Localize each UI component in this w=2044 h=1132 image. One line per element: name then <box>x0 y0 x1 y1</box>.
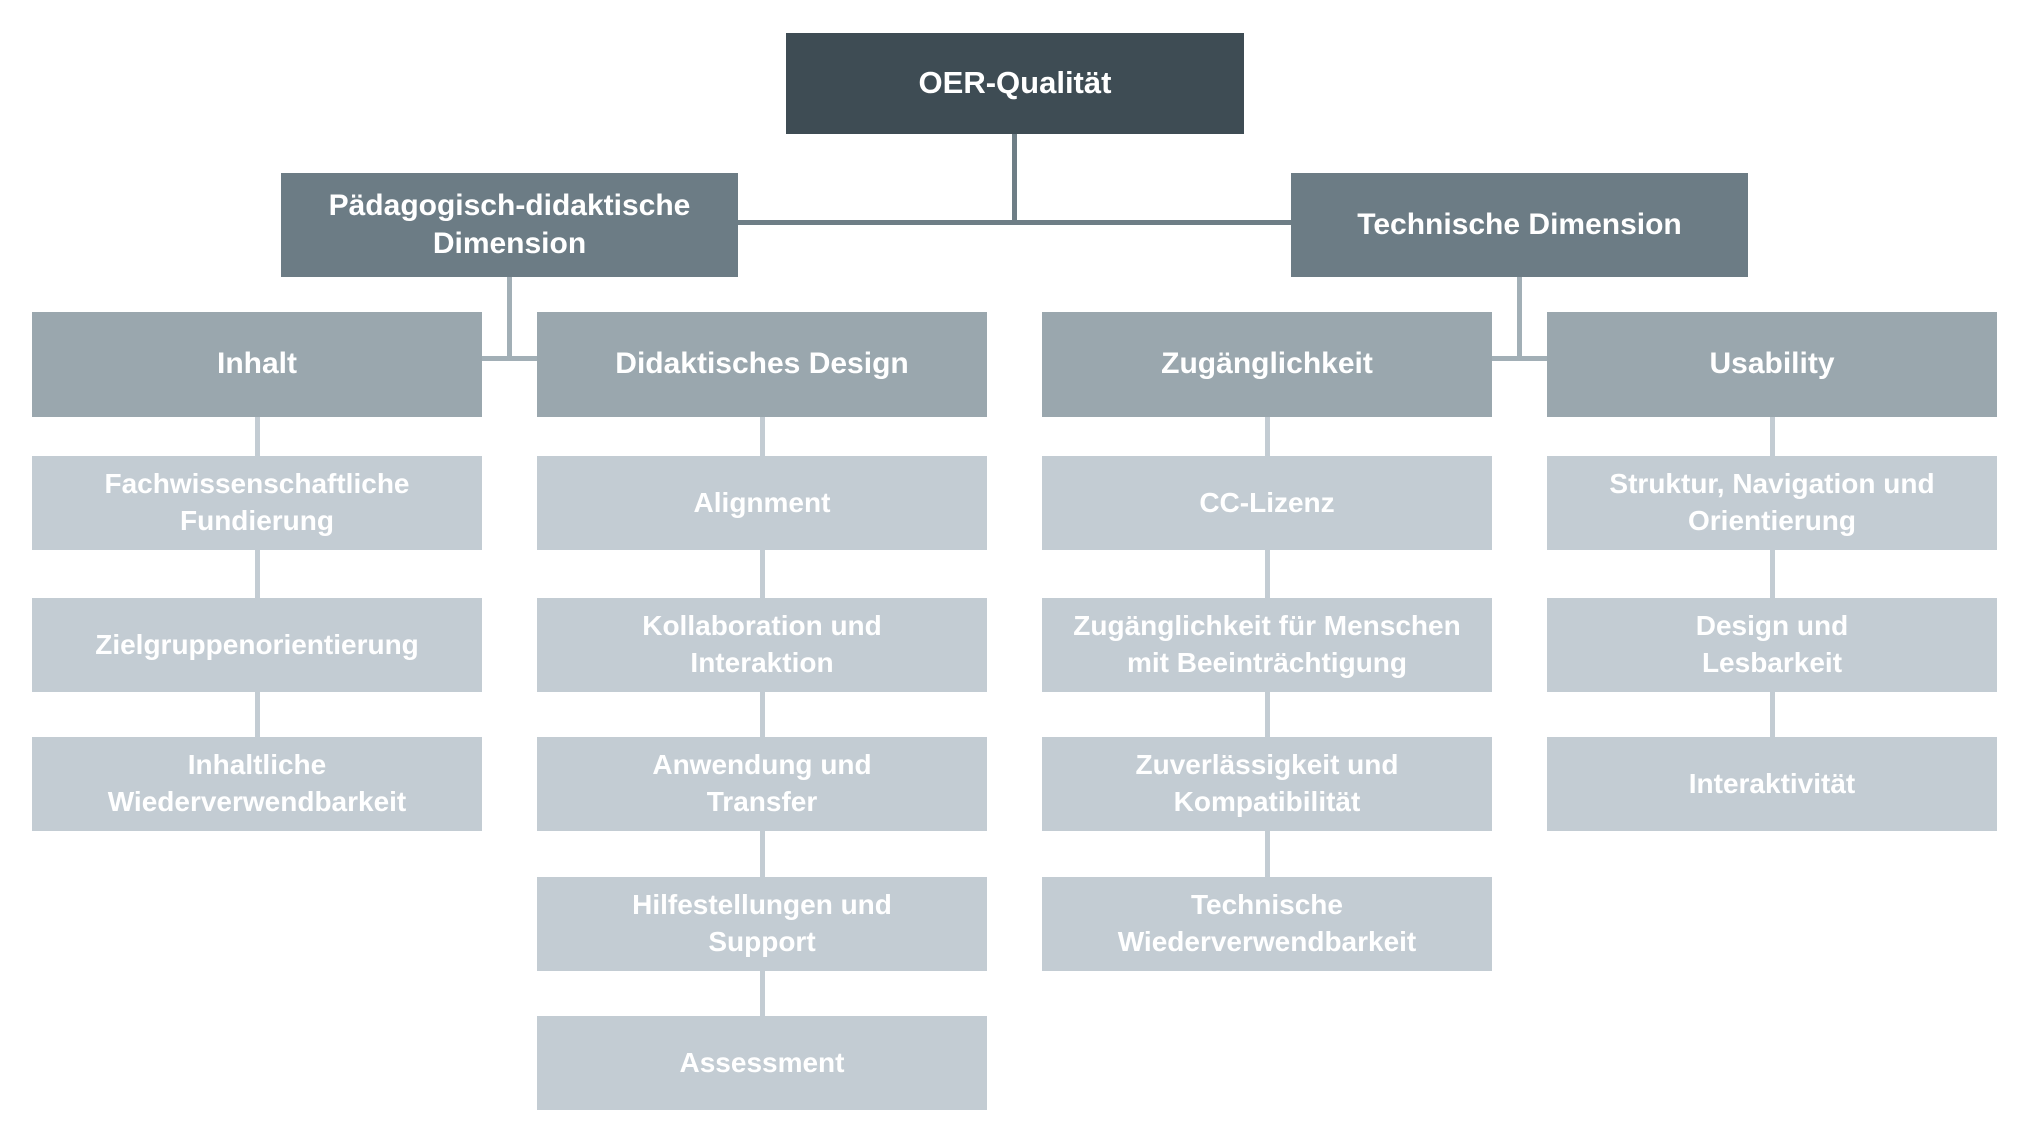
node-zugaenglichkeit: Zugänglichkeit <box>1042 312 1492 417</box>
node-alignment: Alignment <box>537 456 987 550</box>
node-hilfestellungen-und-support: Hilfestellungen und Support <box>537 877 987 971</box>
node-design-und-lesbarkeit: Design und Lesbarkeit <box>1547 598 1997 692</box>
connector-technische-crossbar <box>1492 356 1547 361</box>
node-assessment: Assessment <box>537 1016 987 1110</box>
connector-root-stem <box>1012 134 1017 225</box>
node-inhalt: Inhalt <box>32 312 482 417</box>
connector-column-inhalt <box>255 417 260 737</box>
node-fachwissenschaftliche-fundierung: Fachwissenschaftliche Fundierung <box>32 456 482 550</box>
connector-column-usability <box>1770 417 1775 737</box>
connector-paedagogisch-crossbar <box>482 356 537 361</box>
node-didaktisches-design: Didaktisches Design <box>537 312 987 417</box>
connector-column-didaktisches <box>760 417 765 1016</box>
node-struktur-navigation-und-orientierung: Struktur, Navigation und Orientierung <box>1547 456 1997 550</box>
node-zielgruppenorientierung: Zielgruppenorientierung <box>32 598 482 692</box>
connector-technische-stem <box>1517 277 1522 361</box>
node-oer-qualitaet: OER-Qualität <box>786 33 1244 134</box>
node-interaktivitaet: Interaktivität <box>1547 737 1997 831</box>
node-anwendung-und-transfer: Anwendung und Transfer <box>537 737 987 831</box>
node-zugaenglichkeit-fuer-menschen-mit-beeintraechtigung: Zugänglichkeit für Menschen mit Beeinträ… <box>1042 598 1492 692</box>
connector-paedagogisch-stem <box>507 277 512 361</box>
node-zuverlaessigkeit-und-kompatibilitaet: Zuverlässigkeit und Kompatibilität <box>1042 737 1492 831</box>
node-technische-dimension: Technische Dimension <box>1291 173 1748 277</box>
node-paedagogisch-didaktische-dimension: Pädagogisch-didaktische Dimension <box>281 173 738 277</box>
node-inhaltliche-wiederverwendbarkeit: Inhaltliche Wiederverwendbarkeit <box>32 737 482 831</box>
node-kollaboration-und-interaktion: Kollaboration und Interaktion <box>537 598 987 692</box>
connector-root-crossbar <box>738 220 1291 225</box>
node-usability: Usability <box>1547 312 1997 417</box>
node-cc-lizenz: CC-Lizenz <box>1042 456 1492 550</box>
node-technische-wiederverwendbarkeit: Technische Wiederverwendbarkeit <box>1042 877 1492 971</box>
